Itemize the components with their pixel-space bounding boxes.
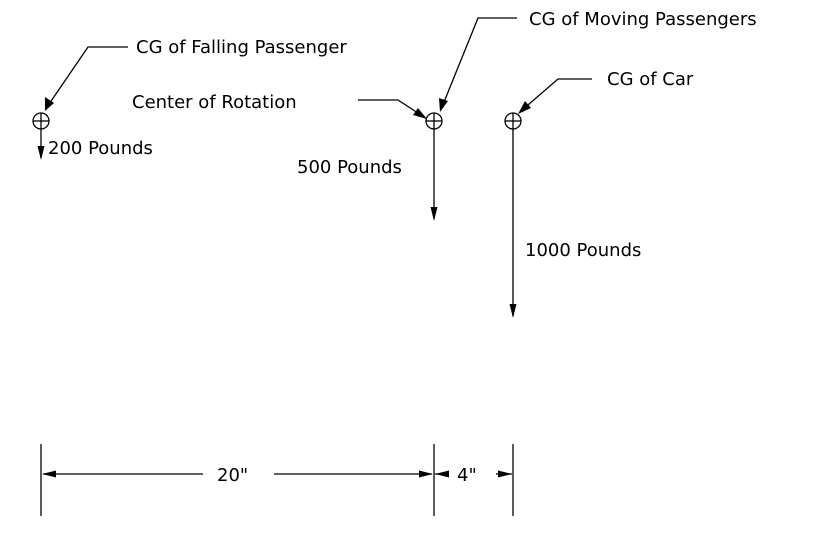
cg-car-label: CG of Car — [607, 69, 694, 90]
dimension-4-label: 4" — [457, 465, 477, 486]
cg-falling-passenger-marker — [32, 112, 50, 130]
cg-car-marker — [504, 112, 522, 130]
falling-passenger-force-arrow — [37, 129, 45, 160]
dimension-extension-lines — [40, 444, 514, 516]
cg-falling-passenger-label: CG of Falling Passenger — [136, 37, 347, 58]
cg-moving-passengers-leader — [439, 17, 517, 112]
cg-car-leader — [518, 78, 592, 114]
car-force-label: 1000 Pounds — [525, 240, 641, 261]
car-force-arrow — [509, 129, 517, 318]
falling-passenger-force-label: 200 Pounds — [48, 138, 153, 159]
cg-moving-passengers-label: CG of Moving Passengers — [529, 9, 757, 30]
moving-passengers-force-arrow — [430, 129, 438, 221]
center-of-rotation-label: Center of Rotation — [132, 92, 297, 113]
dimension-20-line — [42, 470, 433, 478]
cg-falling-passenger-leader — [45, 46, 128, 111]
dimension-20-label: 20" — [217, 465, 248, 486]
cg-moving-passengers-marker — [425, 112, 443, 130]
center-of-rotation-leader — [358, 99, 427, 119]
dimension-4-line — [435, 470, 512, 478]
moving-passengers-force-label: 500 Pounds — [297, 157, 402, 178]
